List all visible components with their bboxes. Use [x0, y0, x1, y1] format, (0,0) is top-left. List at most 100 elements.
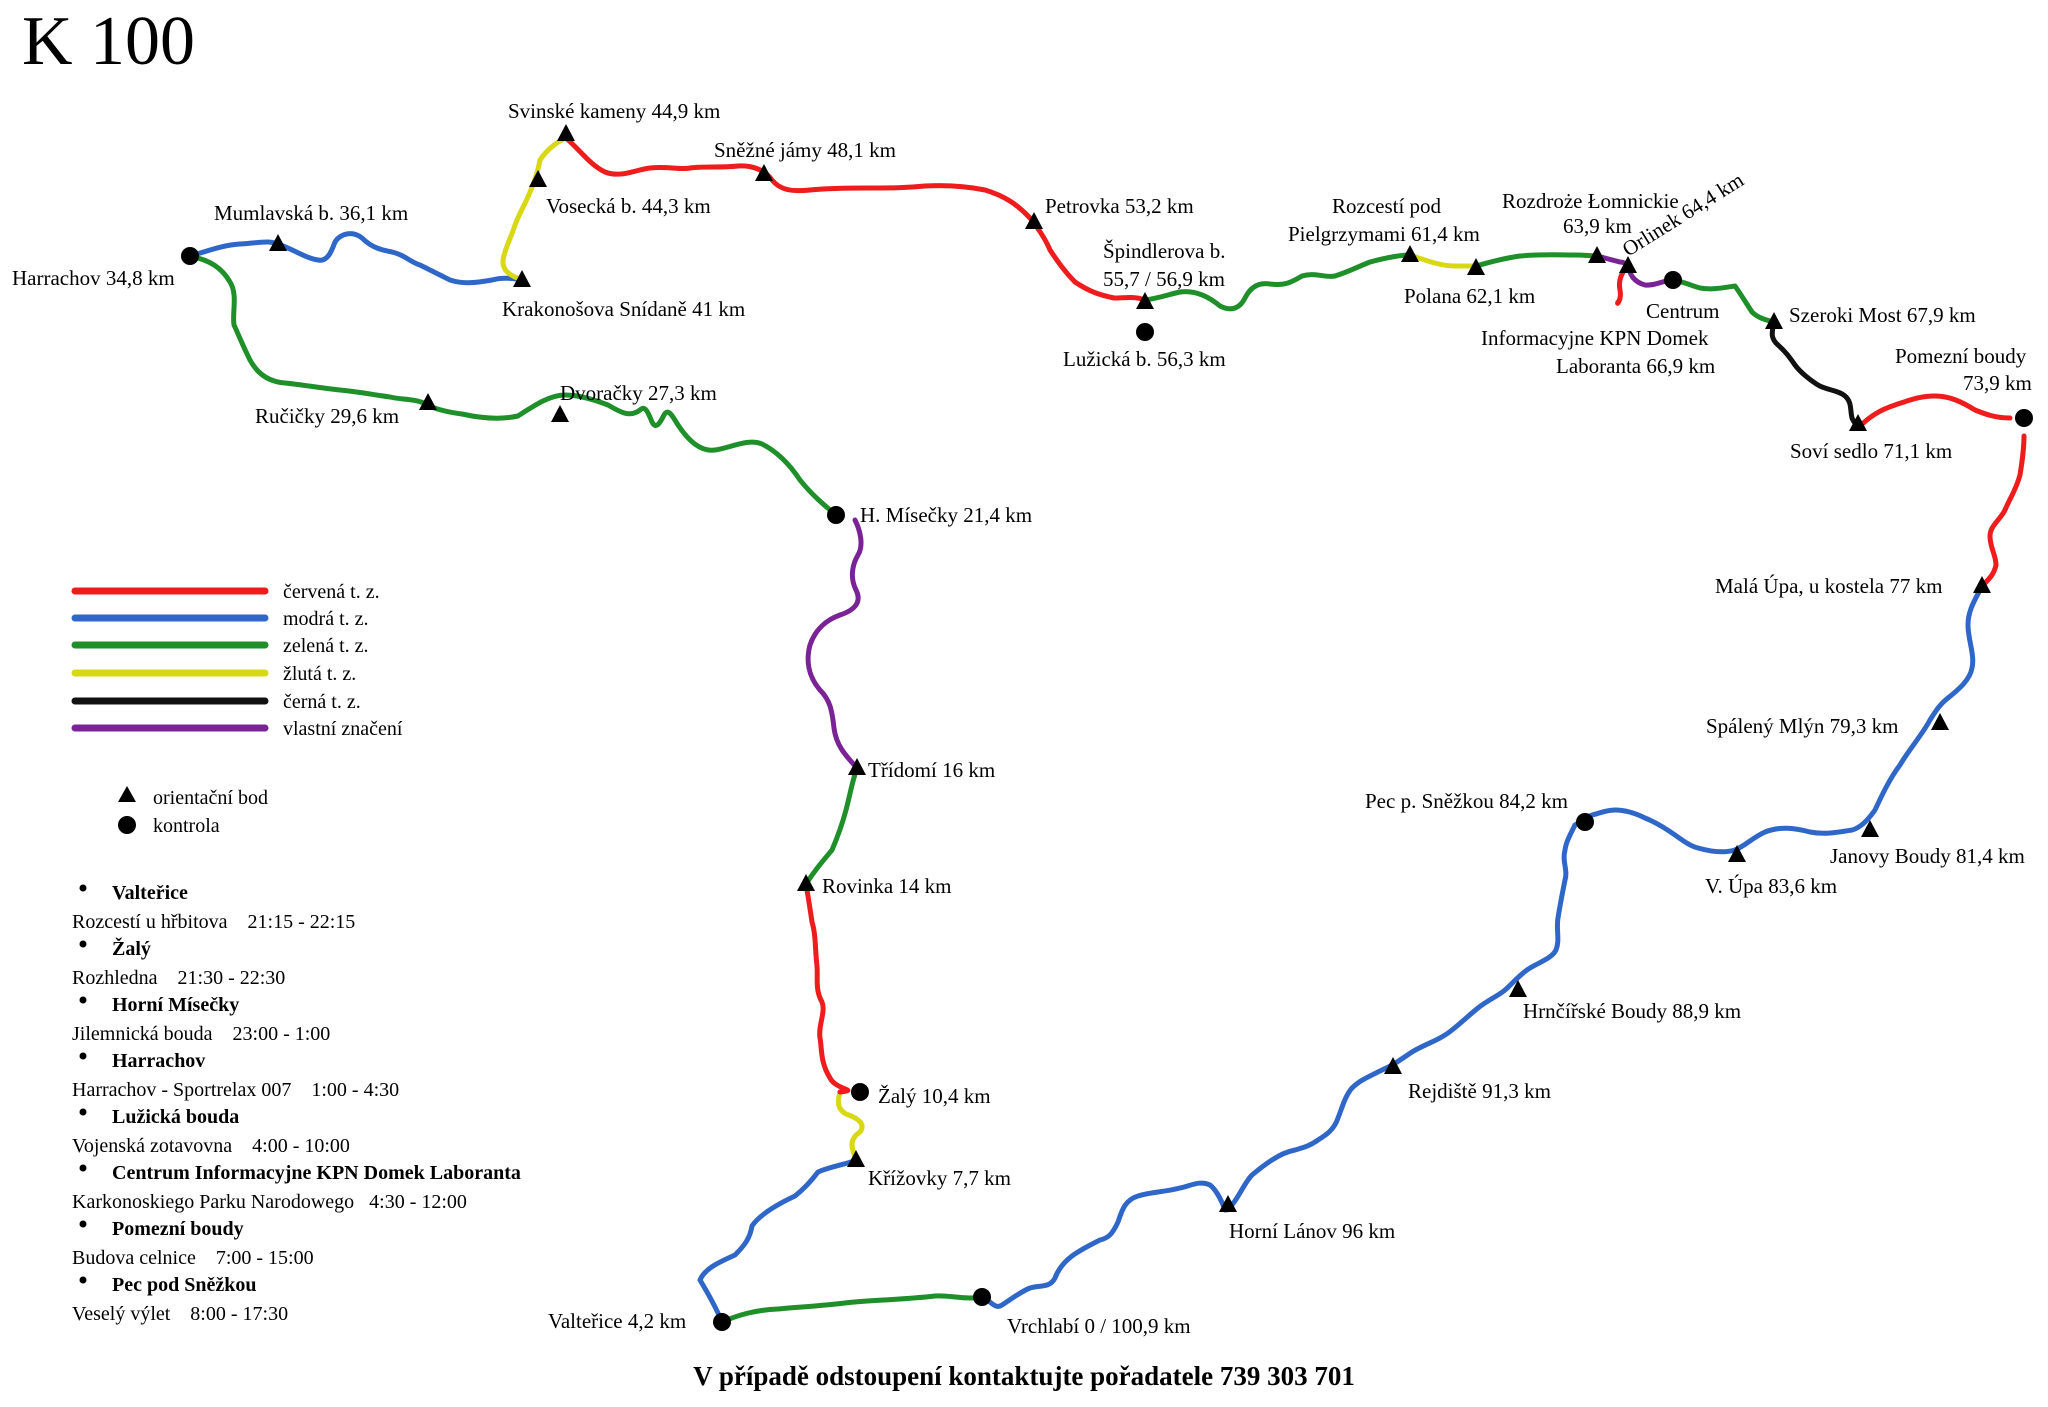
- schedule-info: Budova celnice 7:00 - 15:00: [72, 1247, 314, 1269]
- place-label-pomezni: Pomezní boudy: [1895, 344, 2027, 368]
- bullet-icon: [79, 996, 87, 1004]
- waypoint-marker-sovi: [1849, 414, 1867, 431]
- waypoint-marker-hrncirske: [1509, 980, 1527, 997]
- route-segment: [979, 1180, 1228, 1309]
- waypoint-marker-mala_upa: [1973, 576, 1991, 593]
- schedule-name: Centrum Informacyjne KPN Domek Laboranta: [112, 1162, 521, 1184]
- place-label-misecky: H. Mísečky 21,4 km: [860, 503, 1032, 527]
- place-label-v-upa: V. Úpa 83,6 km: [1705, 874, 1837, 898]
- bullet-icon: [79, 940, 87, 948]
- schedule-info: Vojenská zotavovna 4:00 - 10:00: [72, 1135, 350, 1157]
- schedule-info: Rozhledna 21:30 - 22:30: [72, 967, 285, 989]
- schedule-info: Jilemnická bouda 23:00 - 1:00: [72, 1023, 330, 1045]
- place-label-vosecka: Vosecká b. 44,3 km: [546, 194, 711, 218]
- waypoint-marker-rejdiste: [1384, 1057, 1402, 1074]
- route-segment: [1142, 252, 1413, 312]
- waypoint-marker-krizovky: [847, 1150, 865, 1167]
- place-label-harrachov: Harrachov 34,8 km: [12, 266, 175, 290]
- waypoint-marker-rozcesti: [1401, 245, 1419, 262]
- place-label-spaleny: Spálený Mlýn 79,3 km: [1706, 714, 1899, 738]
- checkpoint-marker-centrum: [1664, 271, 1682, 289]
- route-segment: [1407, 252, 1479, 269]
- waypoint-marker-krakonosova: [513, 270, 531, 287]
- place-label-petrovka: Petrovka 53,2 km: [1045, 194, 1194, 218]
- legend-label: žlutá t. z.: [283, 663, 356, 685]
- place-label-rozcesti: Rozcestí pod: [1332, 194, 1442, 218]
- bullet-icon: [79, 884, 87, 892]
- triangle-icon: [118, 786, 136, 802]
- place-label-tridomi: Třídomí 16 km: [868, 758, 995, 782]
- place-label-janovy: Janovy Boudy 81,4 km: [1830, 844, 2025, 868]
- checkpoint-marker-pec: [1576, 813, 1594, 831]
- place-markers: [181, 124, 2033, 1331]
- route-segment: [805, 517, 864, 771]
- waypoint-marker-petrovka: [1025, 212, 1043, 229]
- schedule-name: Horní Mísečky: [112, 994, 239, 1016]
- place-label-zaly: Žalý 10,4 km: [878, 1084, 991, 1108]
- checkpoint-marker-misecky: [827, 506, 845, 524]
- route-segment: [1979, 433, 2027, 589]
- waypoint-marker-tridomi: [848, 758, 866, 775]
- place-label-snezne: Sněžné jámy 48,1 km: [714, 138, 896, 162]
- waypoint-marker-polana: [1467, 258, 1485, 275]
- route-segment: [1222, 822, 1578, 1213]
- place-label-centrum: Centrum: [1646, 299, 1720, 323]
- place-label-spindlerova-km: 55,7 / 56,9 km: [1103, 267, 1225, 291]
- schedule-info: Harrachov - Sportrelax 007 1:00 - 4:30: [72, 1079, 399, 1101]
- checkpoint-marker-luzicka: [1136, 323, 1154, 341]
- place-label-polana: Polana 62,1 km: [1404, 284, 1535, 308]
- schedule-info: Rozcestí u hřbitova 21:15 - 22:15: [72, 911, 355, 933]
- legend-label: červená t. z.: [283, 581, 380, 603]
- place-label-centrum-3: Laboranta 66,9 km: [1556, 354, 1715, 378]
- legend-symbol-label: orientační bod: [153, 787, 268, 809]
- route-segment: [500, 135, 569, 283]
- place-label-pec: Pec p. Sněžkou 84,2 km: [1365, 789, 1568, 813]
- checkpoint-marker-vrchlabi: [973, 1288, 991, 1306]
- waypoint-marker-rucicky: [419, 393, 437, 410]
- checkpoint-marker-pomezni: [2015, 409, 2033, 427]
- legend: červená t. z. modrá t. z. zelená t. z. ž…: [71, 581, 403, 837]
- waypoint-marker-svinske: [557, 124, 575, 141]
- legend-symbol-label: kontrola: [153, 815, 220, 837]
- route-lines: [187, 135, 2027, 1325]
- place-label-rozdroze: Rozdroże Łomnickie: [1502, 189, 1679, 213]
- waypoint-marker-orlinek: [1619, 256, 1637, 273]
- route-segment: [1670, 277, 1777, 325]
- place-label-krakonosova: Krakonošova Snídaně 41 km: [502, 297, 745, 321]
- place-label-svinske: Svinské kameny 44,9 km: [508, 99, 720, 123]
- circle-icon: [118, 816, 136, 834]
- place-label-rozcesti-km: Pielgrzymami 61,4 km: [1288, 222, 1480, 246]
- waypoint-marker-snezne: [755, 164, 773, 181]
- route-segment: [803, 881, 851, 1095]
- route-segment: [1855, 393, 2013, 431]
- place-label-sovi: Soví sedlo 71,1 km: [1790, 439, 1952, 463]
- waypoint-marker-rozdroze: [1588, 246, 1606, 263]
- bullet-icon: [79, 1220, 87, 1228]
- schedule-name: Pec pod Sněžkou: [112, 1274, 256, 1296]
- place-label-rucicky: Ručičky 29,6 km: [255, 404, 399, 428]
- schedule-name: Žalý: [112, 936, 151, 960]
- map-title: K 100: [22, 3, 195, 80]
- bullet-icon: [79, 1164, 87, 1172]
- place-label-pomezni-km: 73,9 km: [1963, 371, 2032, 395]
- route-segment: [719, 1293, 985, 1325]
- place-label-szeroki: Szeroki Most 67,9 km: [1789, 303, 1976, 327]
- place-label-rovinka: Rovinka 14 km: [822, 874, 952, 898]
- bullet-icon: [79, 1052, 87, 1060]
- place-label-hrncirske: Hrnčířské Boudy 88,9 km: [1523, 999, 1741, 1023]
- bullet-icon: [79, 1108, 87, 1116]
- waypoint-marker-spaleny: [1931, 713, 1949, 730]
- checkpoint-marker-harrachov: [181, 247, 199, 265]
- place-label-krizovky: Křížovky 7,7 km: [868, 1166, 1011, 1190]
- place-label-mala-upa: Malá Úpa, u kostela 77 km: [1715, 574, 1942, 598]
- place-label-horni-lanov: Horní Lánov 96 km: [1229, 1219, 1395, 1243]
- route-segment: [697, 1157, 859, 1325]
- schedule-name: Lužická bouda: [112, 1106, 239, 1128]
- waypoint-marker-dvoracky: [551, 405, 569, 422]
- place-label-orlinek: Orlinek 64,4 km: [1618, 168, 1748, 262]
- checkpoint-marker-valterice: [713, 1313, 731, 1331]
- contact-note: V případě odstoupení kontaktujte pořadat…: [693, 1361, 1355, 1391]
- waypoint-marker-janovy: [1861, 820, 1879, 837]
- schedule-name: Harrachov: [112, 1050, 205, 1072]
- waypoint-marker-v_upa: [1728, 845, 1746, 862]
